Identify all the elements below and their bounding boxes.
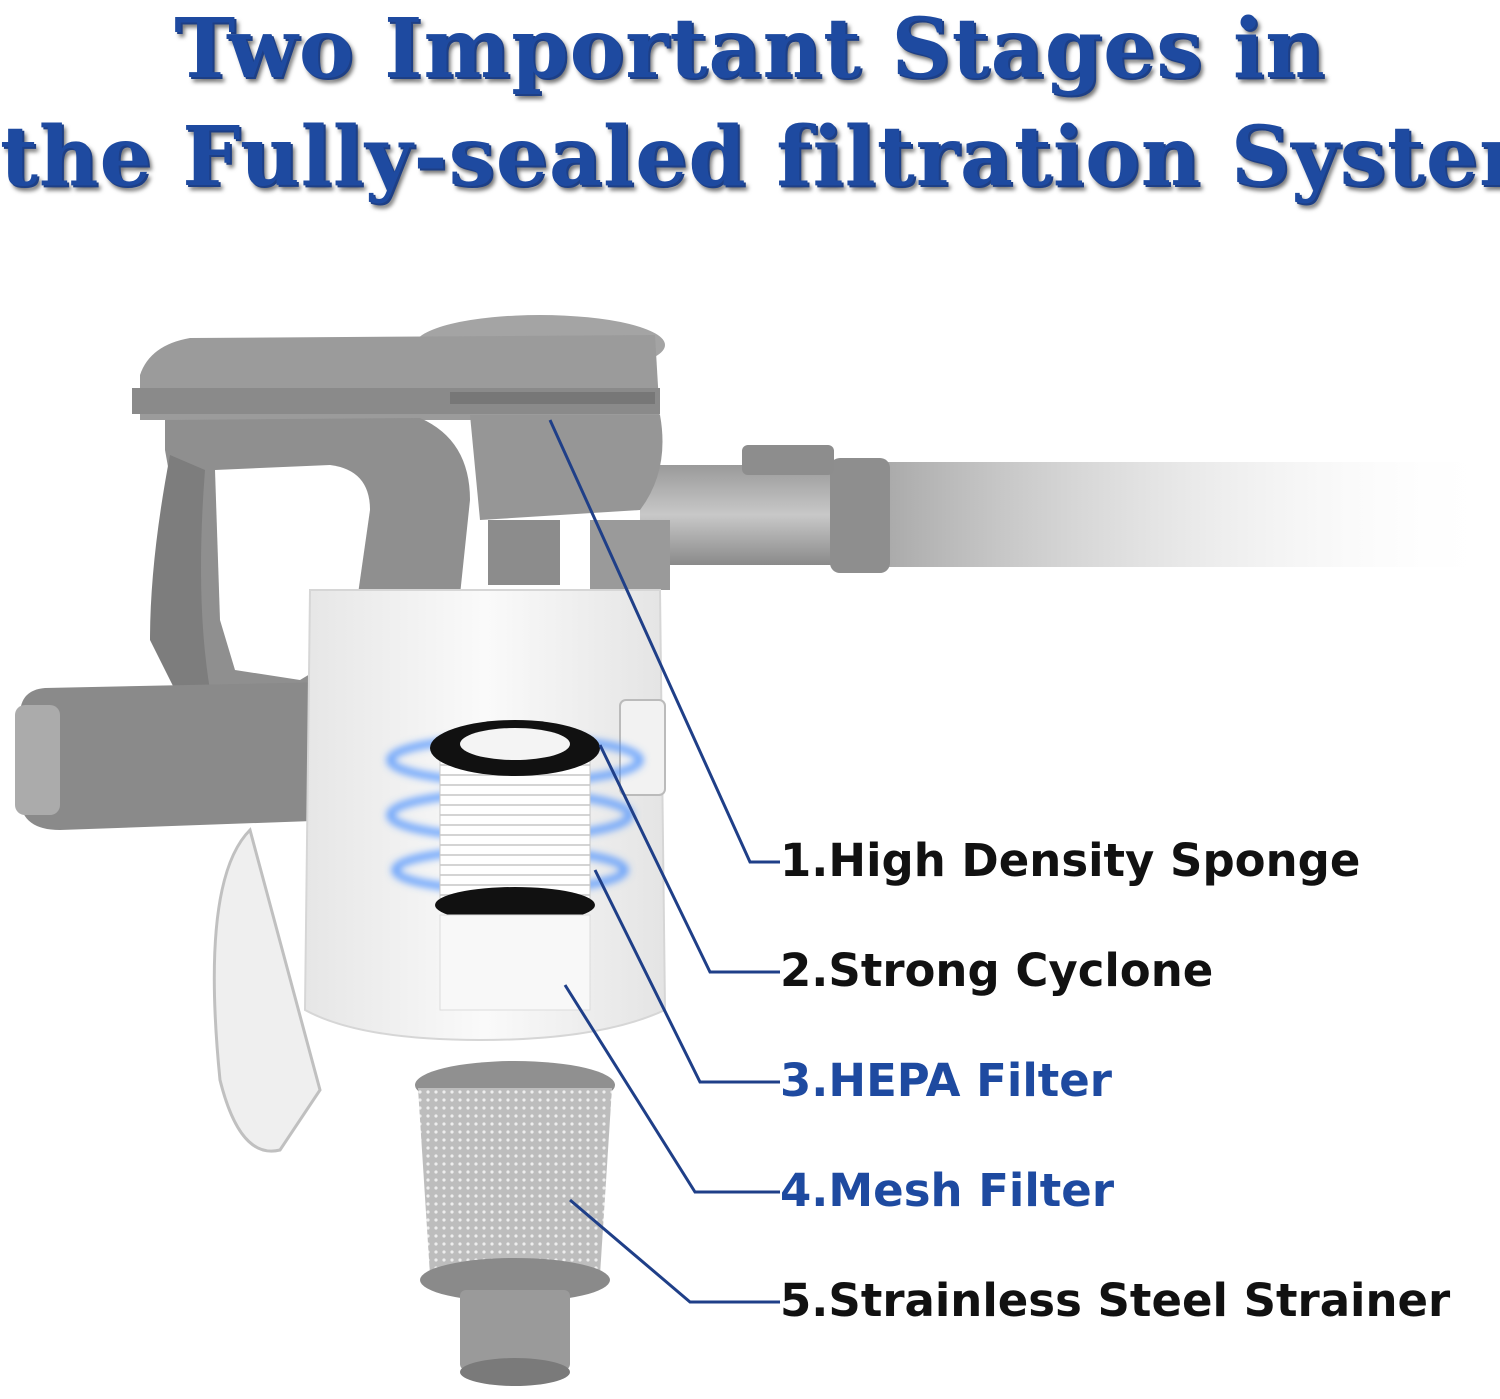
label-high-density-sponge: 1.High Density Sponge [780,834,1361,887]
mesh-strainer [415,1061,615,1386]
label-mesh-filter: 4.Mesh Filter [780,1164,1115,1217]
hepa-filter [430,720,600,923]
label-hepa-filter: 3.HEPA Filter [780,1054,1112,1107]
leader-lines [548,419,780,1304]
label-steel-strainer: 5.Strainless Steel Strainer [780,1274,1451,1327]
battery-pack [15,682,340,830]
sponge-cylinder [439,914,591,1011]
label-strong-cyclone: 2.Strong Cyclone [780,944,1214,997]
extension-tube [590,445,1500,590]
motor-housing [132,315,665,585]
title-line-1: Two Important Stages in [174,1,1326,97]
title-line-2: the Fully-sealed filtration System [0,109,1500,205]
